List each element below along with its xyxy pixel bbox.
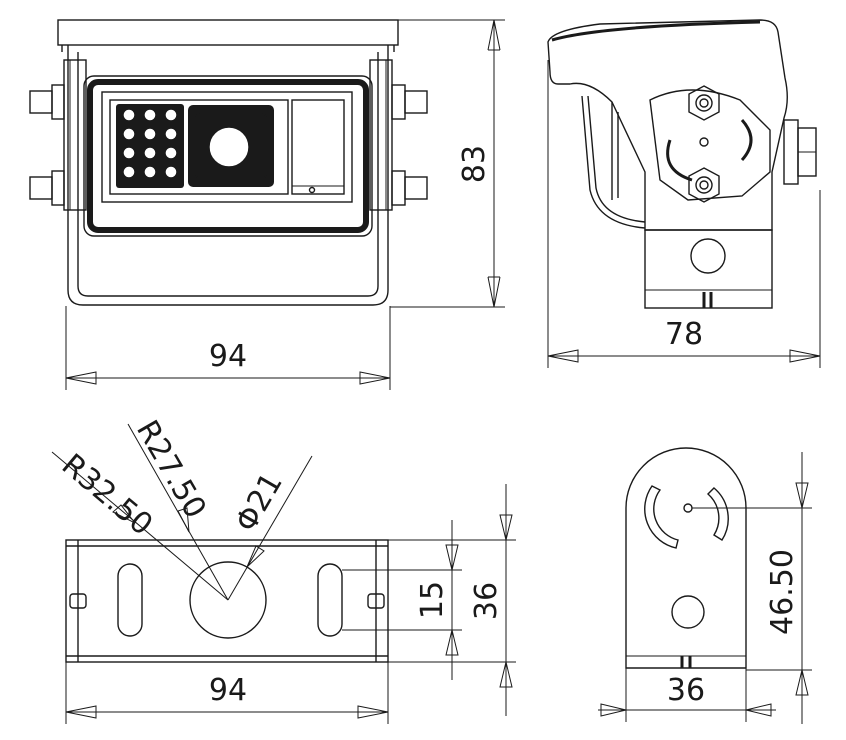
dim-bracket-width: 94 [209,673,247,708]
dim-bracket-small: 15 [415,581,450,619]
led-icon [122,108,178,179]
bracket-dimensions: 15 36 94 [65,484,516,724]
dim-plate-height: 46.50 [765,549,800,635]
dim-plate-width: 36 [667,673,705,708]
bracket-view: R32.50 R27.50 Φ21 [51,415,389,663]
dim-radius-outer: R32.50 [55,447,159,542]
dim-front-height: 83 [457,145,492,183]
dim-bracket-height: 36 [469,582,504,620]
lens-icon [208,126,250,168]
front-view [29,19,428,306]
side-view [547,19,817,309]
front-dimensions: 83 94 [65,19,505,390]
side-dimensions: 78 [547,60,821,368]
dim-side-width: 78 [665,317,703,352]
mount-plate-dimensions: 46.50 36 [598,452,812,724]
dim-front-width: 94 [209,339,247,374]
mount-plate-view [625,447,747,669]
nut-icon [688,85,720,203]
dim-hole-diameter: Φ21 [229,467,290,538]
